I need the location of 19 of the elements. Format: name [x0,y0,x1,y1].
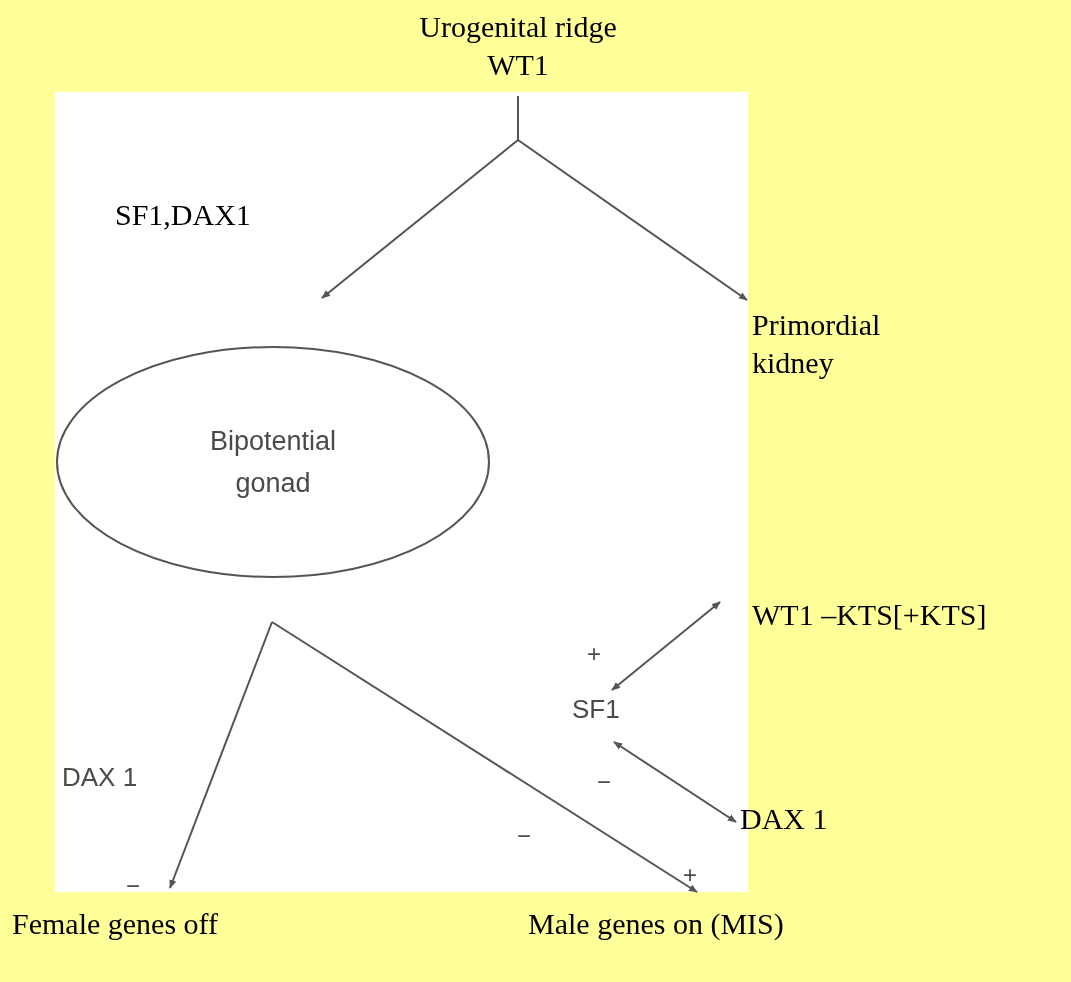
node-label: Female genes off [12,906,219,942]
node-label: WT1 –KTS[+KTS] [752,597,988,633]
arrow [271,621,698,893]
node-label: Bipotential gonad [208,425,338,500]
sign-label: − [126,872,140,900]
node-label: Male genes on (MIS) [528,906,784,942]
node-label: WT1 [486,47,550,83]
node-label: DAX 1 [740,801,828,837]
node-label: Primordial kidney [752,307,882,381]
arrow [517,95,748,301]
sign-label: + [683,861,697,889]
node-label: SF1 [572,694,620,724]
node-label: Urogenital ridge [418,9,618,45]
arrow [169,621,273,889]
sign-label: − [517,822,531,850]
sign-label: − [597,768,611,796]
sign-label: + [587,640,601,668]
arrow [611,601,721,691]
arrow [613,741,737,823]
